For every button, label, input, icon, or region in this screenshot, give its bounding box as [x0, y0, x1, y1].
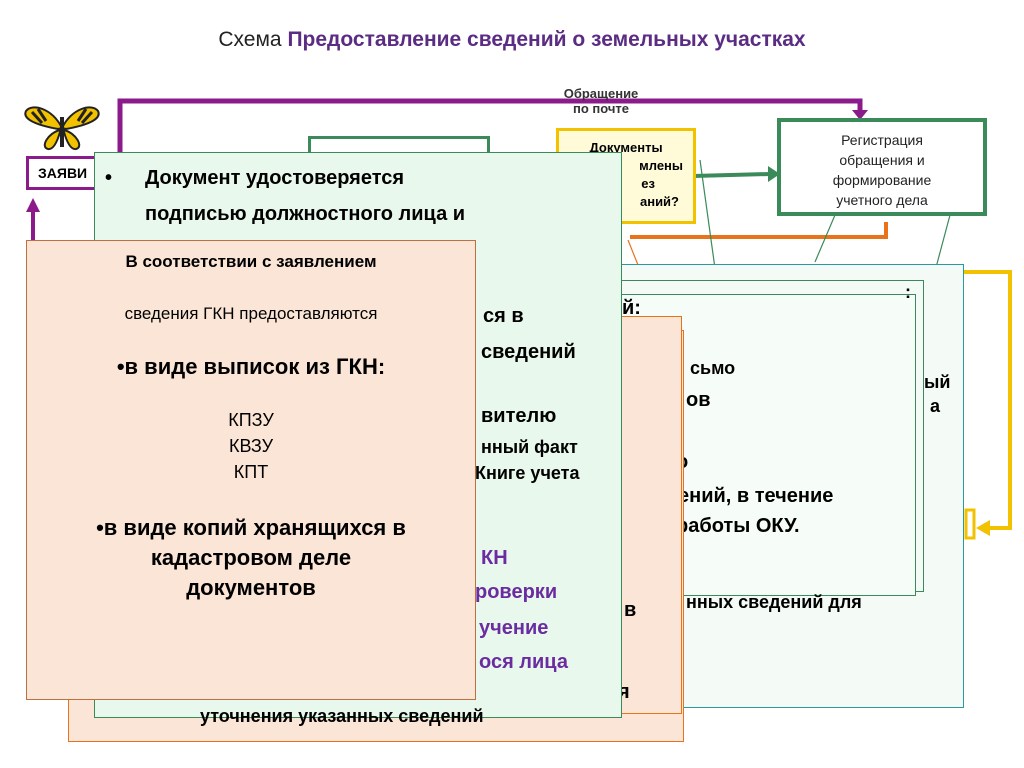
middle-purple4: ося лица: [479, 651, 568, 673]
back-fragment-colon: :: [905, 282, 911, 302]
back-fragment-8: работы ОКУ.: [676, 515, 800, 537]
docs-to-registration-arrow: [692, 172, 771, 178]
back-fragment-9: нных сведений для: [686, 592, 862, 612]
mail-label-line1: Обращение: [563, 86, 639, 101]
front-heading: В соответствии с заявлением: [125, 252, 377, 271]
registration-line4: учетного дела: [836, 192, 928, 208]
butterfly-icon: [24, 106, 100, 151]
right-loop-arrow: [960, 270, 1012, 530]
mail-label: Обращение по почте: [556, 86, 646, 116]
middle-purple1: КН: [481, 547, 508, 569]
title-prefix: Схема: [218, 28, 282, 51]
front-info-box: В соответствии с заявлением сведения ГКН…: [26, 240, 476, 700]
back-fragment-1: й:: [622, 297, 641, 319]
middle-bullet: •: [105, 167, 113, 189]
docs-line3: ез: [641, 176, 655, 191]
middle-line2: подписью должностного лица и: [145, 203, 466, 225]
middle-purple2: роверки: [475, 581, 558, 603]
orange-side-box: [612, 316, 682, 714]
docs-line4: аний?: [639, 194, 679, 209]
registration-line1: Регистрация: [841, 132, 923, 148]
front-line2: сведения ГКН предоставляются: [124, 304, 378, 323]
bottom-fragment: уточнения указанных сведений: [200, 706, 484, 726]
front-item2: КВЗУ: [229, 436, 273, 456]
front-bullet2-line1: •в виде копий хранящихся в: [96, 515, 406, 540]
back-fragment-7: ений, в течение: [678, 485, 834, 507]
return-line: [630, 222, 888, 239]
middle-line8: Книге учета: [475, 463, 580, 483]
back-fragment-11: я: [618, 681, 630, 703]
middle-line5: сведений: [481, 341, 576, 363]
middle-line1: Документ удостоверяется: [145, 167, 405, 189]
middle-line4: ся в: [483, 305, 524, 327]
applicant-box: ЗАЯВИ: [26, 156, 106, 190]
middle-purple3: учение: [479, 617, 549, 639]
front-bullet2-line2: кадастровом деле: [150, 545, 352, 570]
front-item1: КПЗУ: [228, 410, 274, 430]
middle-line7: нный факт: [481, 437, 578, 457]
front-bullet1: •в виде выписок из ГКН:: [116, 354, 386, 379]
front-item3: КПТ: [233, 462, 269, 482]
mail-route-arrow: [117, 98, 863, 162]
applicant-label: ЗАЯВИ: [38, 165, 88, 181]
mail-label-line2: по почте: [572, 101, 630, 116]
docs-line2: млены: [639, 158, 683, 173]
front-bullet2-line3: документов: [186, 575, 316, 600]
page-title: Схема Предоставление сведений о земельны…: [0, 28, 1024, 52]
middle-line6: вителю: [481, 405, 557, 427]
back-fragment-5: а: [930, 396, 941, 416]
registration-line2: обращения и: [839, 152, 925, 168]
docs-line1: Документы: [589, 140, 663, 155]
title-main: Предоставление сведений о земельных учас…: [287, 28, 806, 51]
registration-box: Регистрация обращения и формирование уче…: [777, 118, 987, 216]
back-fragment-10: в: [624, 599, 637, 621]
registration-line3: формирование: [832, 172, 932, 188]
back-fragment-2: сьмо: [690, 358, 736, 378]
back-fragment-4: ый: [924, 372, 951, 392]
back-fragment-3: ов: [686, 389, 711, 411]
